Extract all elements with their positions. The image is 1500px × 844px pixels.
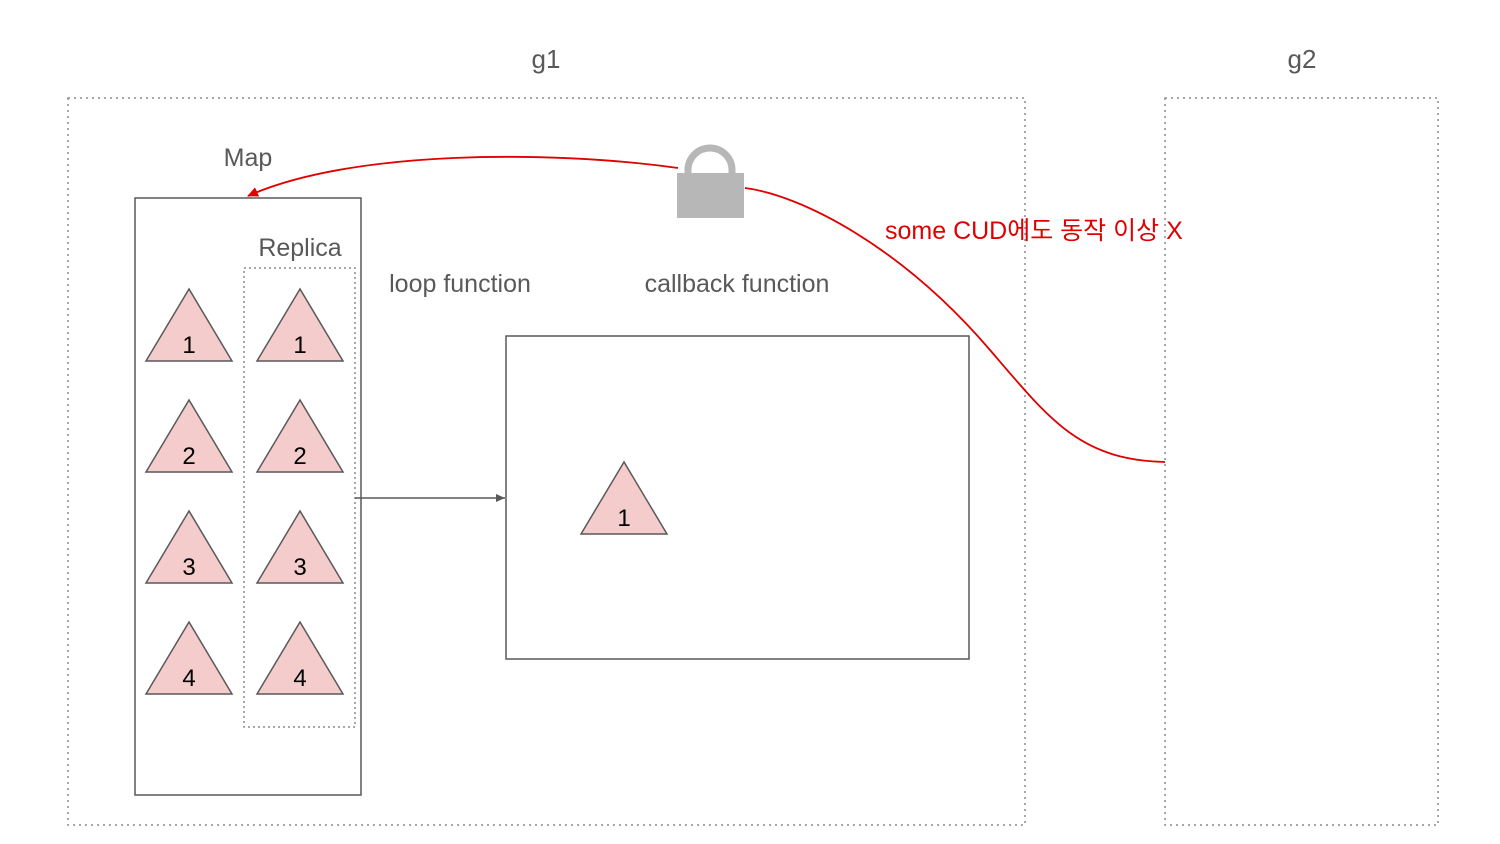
- replica-label: Replica: [258, 234, 341, 262]
- replica-triangle-4: 4: [255, 620, 345, 695]
- map-triangle-2: 2: [144, 398, 234, 473]
- map-triangle-4-label: 4: [182, 665, 195, 692]
- replica-triangle-4-label: 4: [293, 665, 306, 692]
- red-curve-arrow: [744, 187, 1166, 463]
- map-triangle-3: 3: [144, 509, 234, 584]
- triangle-shape: [579, 460, 669, 535]
- replica-triangle-2: 2: [255, 398, 345, 473]
- replica-triangle-2-label: 2: [293, 443, 306, 470]
- callback-function-label: callback function: [645, 270, 830, 298]
- lock-shackle: [684, 144, 736, 176]
- triangle-shape: [255, 620, 345, 695]
- cud-annotation: some CUD에도 동작 이상 X: [885, 217, 1183, 245]
- triangle-shape: [144, 620, 234, 695]
- triangle-shape: [144, 287, 234, 362]
- g1-group-container: [67, 97, 1026, 826]
- map-triangle-3-label: 3: [182, 554, 195, 581]
- map-triangle-2-label: 2: [182, 443, 195, 470]
- triangle-shape: [255, 287, 345, 362]
- triangle-shape: [255, 398, 345, 473]
- replica-triangle-3-label: 3: [293, 554, 306, 581]
- loop-function-label: loop function: [389, 270, 531, 298]
- map-label: Map: [224, 144, 273, 172]
- map-box: [134, 197, 362, 796]
- triangle-shape: [144, 398, 234, 473]
- red-curve-arrow-head-segment: [247, 155, 679, 197]
- lock-icon: [677, 144, 744, 218]
- replica-triangle-3: 3: [255, 509, 345, 584]
- callback-triangle-1-label: 1: [617, 505, 630, 532]
- triangle-shape: [144, 509, 234, 584]
- replica-triangle-1: 1: [255, 287, 345, 362]
- g2-group-container: [1164, 97, 1439, 826]
- triangle-shape: [255, 509, 345, 584]
- map-triangle-4: 4: [144, 620, 234, 695]
- g1-label: g1: [532, 44, 561, 74]
- callback-box: [505, 335, 970, 660]
- map-triangle-1-label: 1: [182, 332, 195, 359]
- g2-label: g2: [1288, 44, 1317, 74]
- replica-triangle-1-label: 1: [293, 332, 306, 359]
- lock-body: [677, 173, 744, 218]
- map-triangle-1: 1: [144, 287, 234, 362]
- callback-triangle-1: 1: [579, 460, 669, 535]
